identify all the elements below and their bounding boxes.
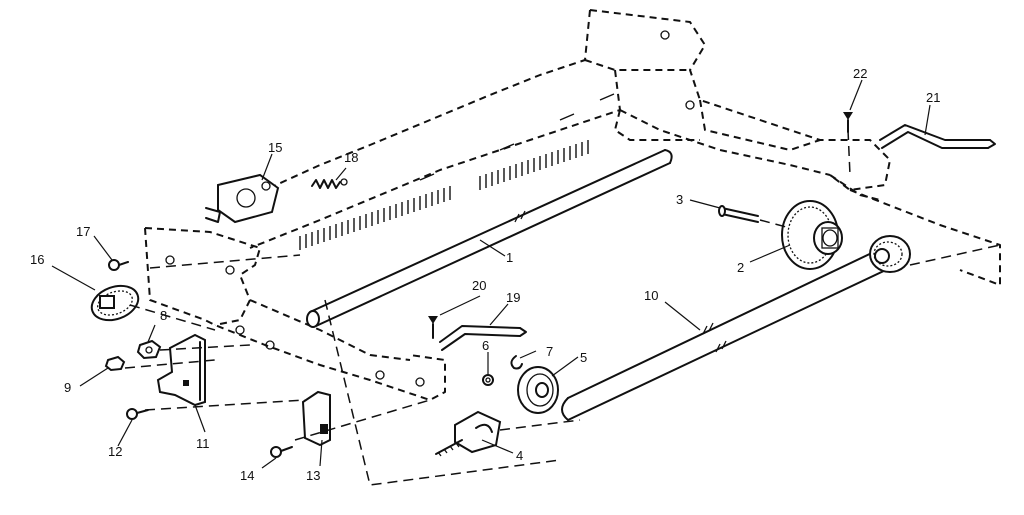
switch-4 <box>435 410 502 457</box>
screw-22 <box>843 112 853 133</box>
bracket-plate-11 <box>156 333 206 407</box>
callout-3: 3 <box>676 192 683 207</box>
callout-10: 10 <box>644 288 658 303</box>
leader-lines <box>51 79 931 469</box>
callout-4: 4 <box>516 448 523 463</box>
callout-22: 22 <box>853 66 867 81</box>
l-bracket-13 <box>301 390 331 447</box>
callout-15: 15 <box>268 140 282 155</box>
screw-17 <box>108 259 129 271</box>
crank-handle <box>879 124 996 149</box>
nut-8 <box>136 339 162 360</box>
callout-13: 13 <box>306 468 320 483</box>
pulley-5 <box>517 366 559 414</box>
callout-17: 17 <box>76 224 90 239</box>
callout-5: 5 <box>580 350 587 365</box>
callout-21: 21 <box>926 90 940 105</box>
screw-20 <box>428 316 438 339</box>
shaft-rod <box>306 149 673 328</box>
phantom-lines <box>124 129 1001 486</box>
callout-18: 18 <box>344 150 358 165</box>
callout-7: 7 <box>546 344 553 359</box>
washer-6 <box>482 374 494 386</box>
callout-11: 11 <box>196 436 210 451</box>
screw-14 <box>270 446 293 458</box>
callout-19: 19 <box>506 290 520 305</box>
callout-9: 9 <box>64 380 71 395</box>
callout-labels: 1 2 3 4 5 6 7 8 9 10 11 12 13 14 15 16 1… <box>30 66 940 483</box>
callout-12: 12 <box>108 444 122 459</box>
callout-6: 6 <box>482 338 489 353</box>
gear-16 <box>90 284 140 322</box>
callout-1: 1 <box>506 250 513 265</box>
lever-19 <box>439 325 527 351</box>
callout-16: 16 <box>30 252 44 267</box>
callout-8: 8 <box>160 308 167 323</box>
clip-7 <box>510 355 523 370</box>
screw-12 <box>126 408 149 420</box>
frame-perforations <box>165 30 695 387</box>
large-gear <box>781 200 843 270</box>
drive-belt-10 <box>561 249 891 421</box>
callout-2: 2 <box>737 260 744 275</box>
bracket-15 <box>205 173 280 224</box>
chassis-frame <box>144 9 1001 401</box>
pin <box>718 205 759 223</box>
callout-20: 20 <box>472 278 486 293</box>
spring-18 <box>311 178 348 189</box>
nut-9 <box>104 355 126 372</box>
belt-pulley <box>869 235 911 273</box>
callout-14: 14 <box>240 468 254 483</box>
